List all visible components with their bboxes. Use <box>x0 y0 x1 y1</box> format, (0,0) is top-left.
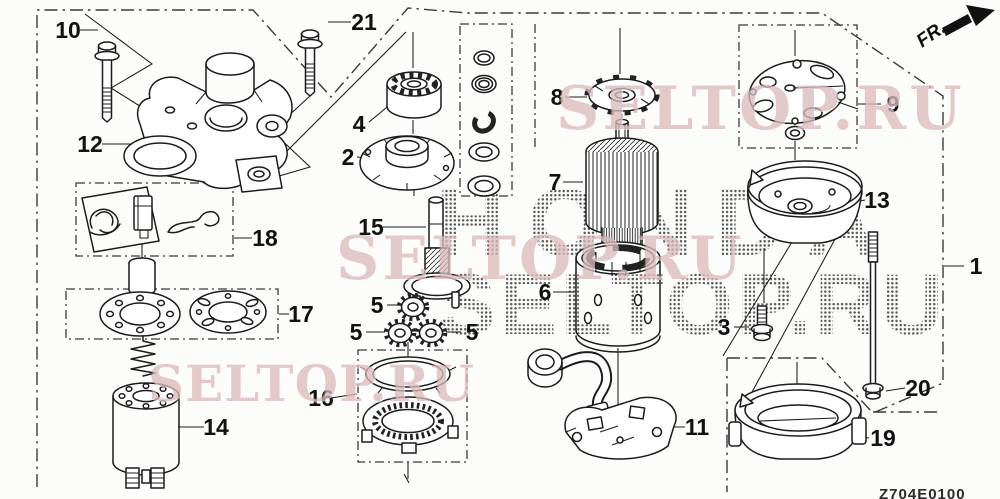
part-10-flange-bolt-drawing <box>94 41 120 123</box>
callout-7: 7 <box>549 169 562 195</box>
part-15-pinion-shaft-drawing <box>403 196 471 313</box>
fr-label: FR. <box>913 17 950 52</box>
callout-2: 2 <box>342 144 355 170</box>
part-20-through-bolt-drawing <box>862 231 884 400</box>
part-13-rear-housing-drawing <box>747 160 863 244</box>
fr-arrow-head-icon <box>966 5 995 26</box>
fr-arrow-shaft <box>942 14 972 36</box>
part-9-end-cover-plate-drawing <box>748 59 859 141</box>
callout-14: 14 <box>203 414 229 440</box>
callout-11: 11 <box>685 414 710 440</box>
part-21-flange-bolt-drawing <box>297 29 323 97</box>
part-16-ring-gear-set-drawing <box>359 352 459 454</box>
callout-15: 15 <box>358 214 384 240</box>
part-6-motor-yoke-drawing <box>575 241 661 353</box>
part-3-bolt-drawing <box>750 305 774 342</box>
callout-4: 4 <box>353 111 366 137</box>
part-19-rubber-cap-drawing <box>728 383 867 460</box>
part-12-gear-case-cover-drawing <box>123 52 293 193</box>
part-11-brush-holder-drawing <box>527 348 677 460</box>
diagram-part-code: Z704E0100 <box>879 486 966 499</box>
part-4-starter-pinion-drawing <box>386 71 442 119</box>
plunger-pin-drawing <box>128 244 156 296</box>
callout-13: 13 <box>864 187 890 213</box>
callout-9: 9 <box>887 91 900 117</box>
callout-6: 6 <box>539 279 552 305</box>
callout-8: 8 <box>551 84 564 110</box>
callout-18: 18 <box>252 225 278 251</box>
part-5-planetary-gears-drawing <box>383 292 448 348</box>
part-17-gasket-set-drawing <box>99 290 267 337</box>
callout-17: 17 <box>288 301 314 327</box>
callout-12: 12 <box>77 131 103 157</box>
callout-16: 16 <box>308 385 334 411</box>
callout-5c: 5 <box>466 319 479 345</box>
part-2-overrunning-clutch-drawing <box>359 135 455 191</box>
callout-21: 21 <box>351 9 377 35</box>
callout-3: 3 <box>718 314 731 340</box>
fr-direction-indicator: FR. <box>913 5 995 52</box>
callout-19: 19 <box>870 425 896 451</box>
part-14-solenoid-drawing <box>112 335 180 489</box>
part-18-clip-set-drawing <box>89 195 220 239</box>
part-8-lock-washer-drawing <box>584 74 660 116</box>
callout-5a: 5 <box>371 292 384 318</box>
callout-1: 1 <box>970 253 983 279</box>
washer-stack-drawing <box>467 50 501 197</box>
callout-10: 10 <box>55 17 81 43</box>
callout-labels: 10 21 12 18 17 14 4 2 15 5 5 5 16 8 7 6 … <box>55 9 982 451</box>
halftone-watermark-line2: SELTOP.RU <box>438 257 948 353</box>
detail-boxes <box>65 23 858 463</box>
callout-20: 20 <box>905 375 931 401</box>
callout-5b: 5 <box>350 319 363 345</box>
